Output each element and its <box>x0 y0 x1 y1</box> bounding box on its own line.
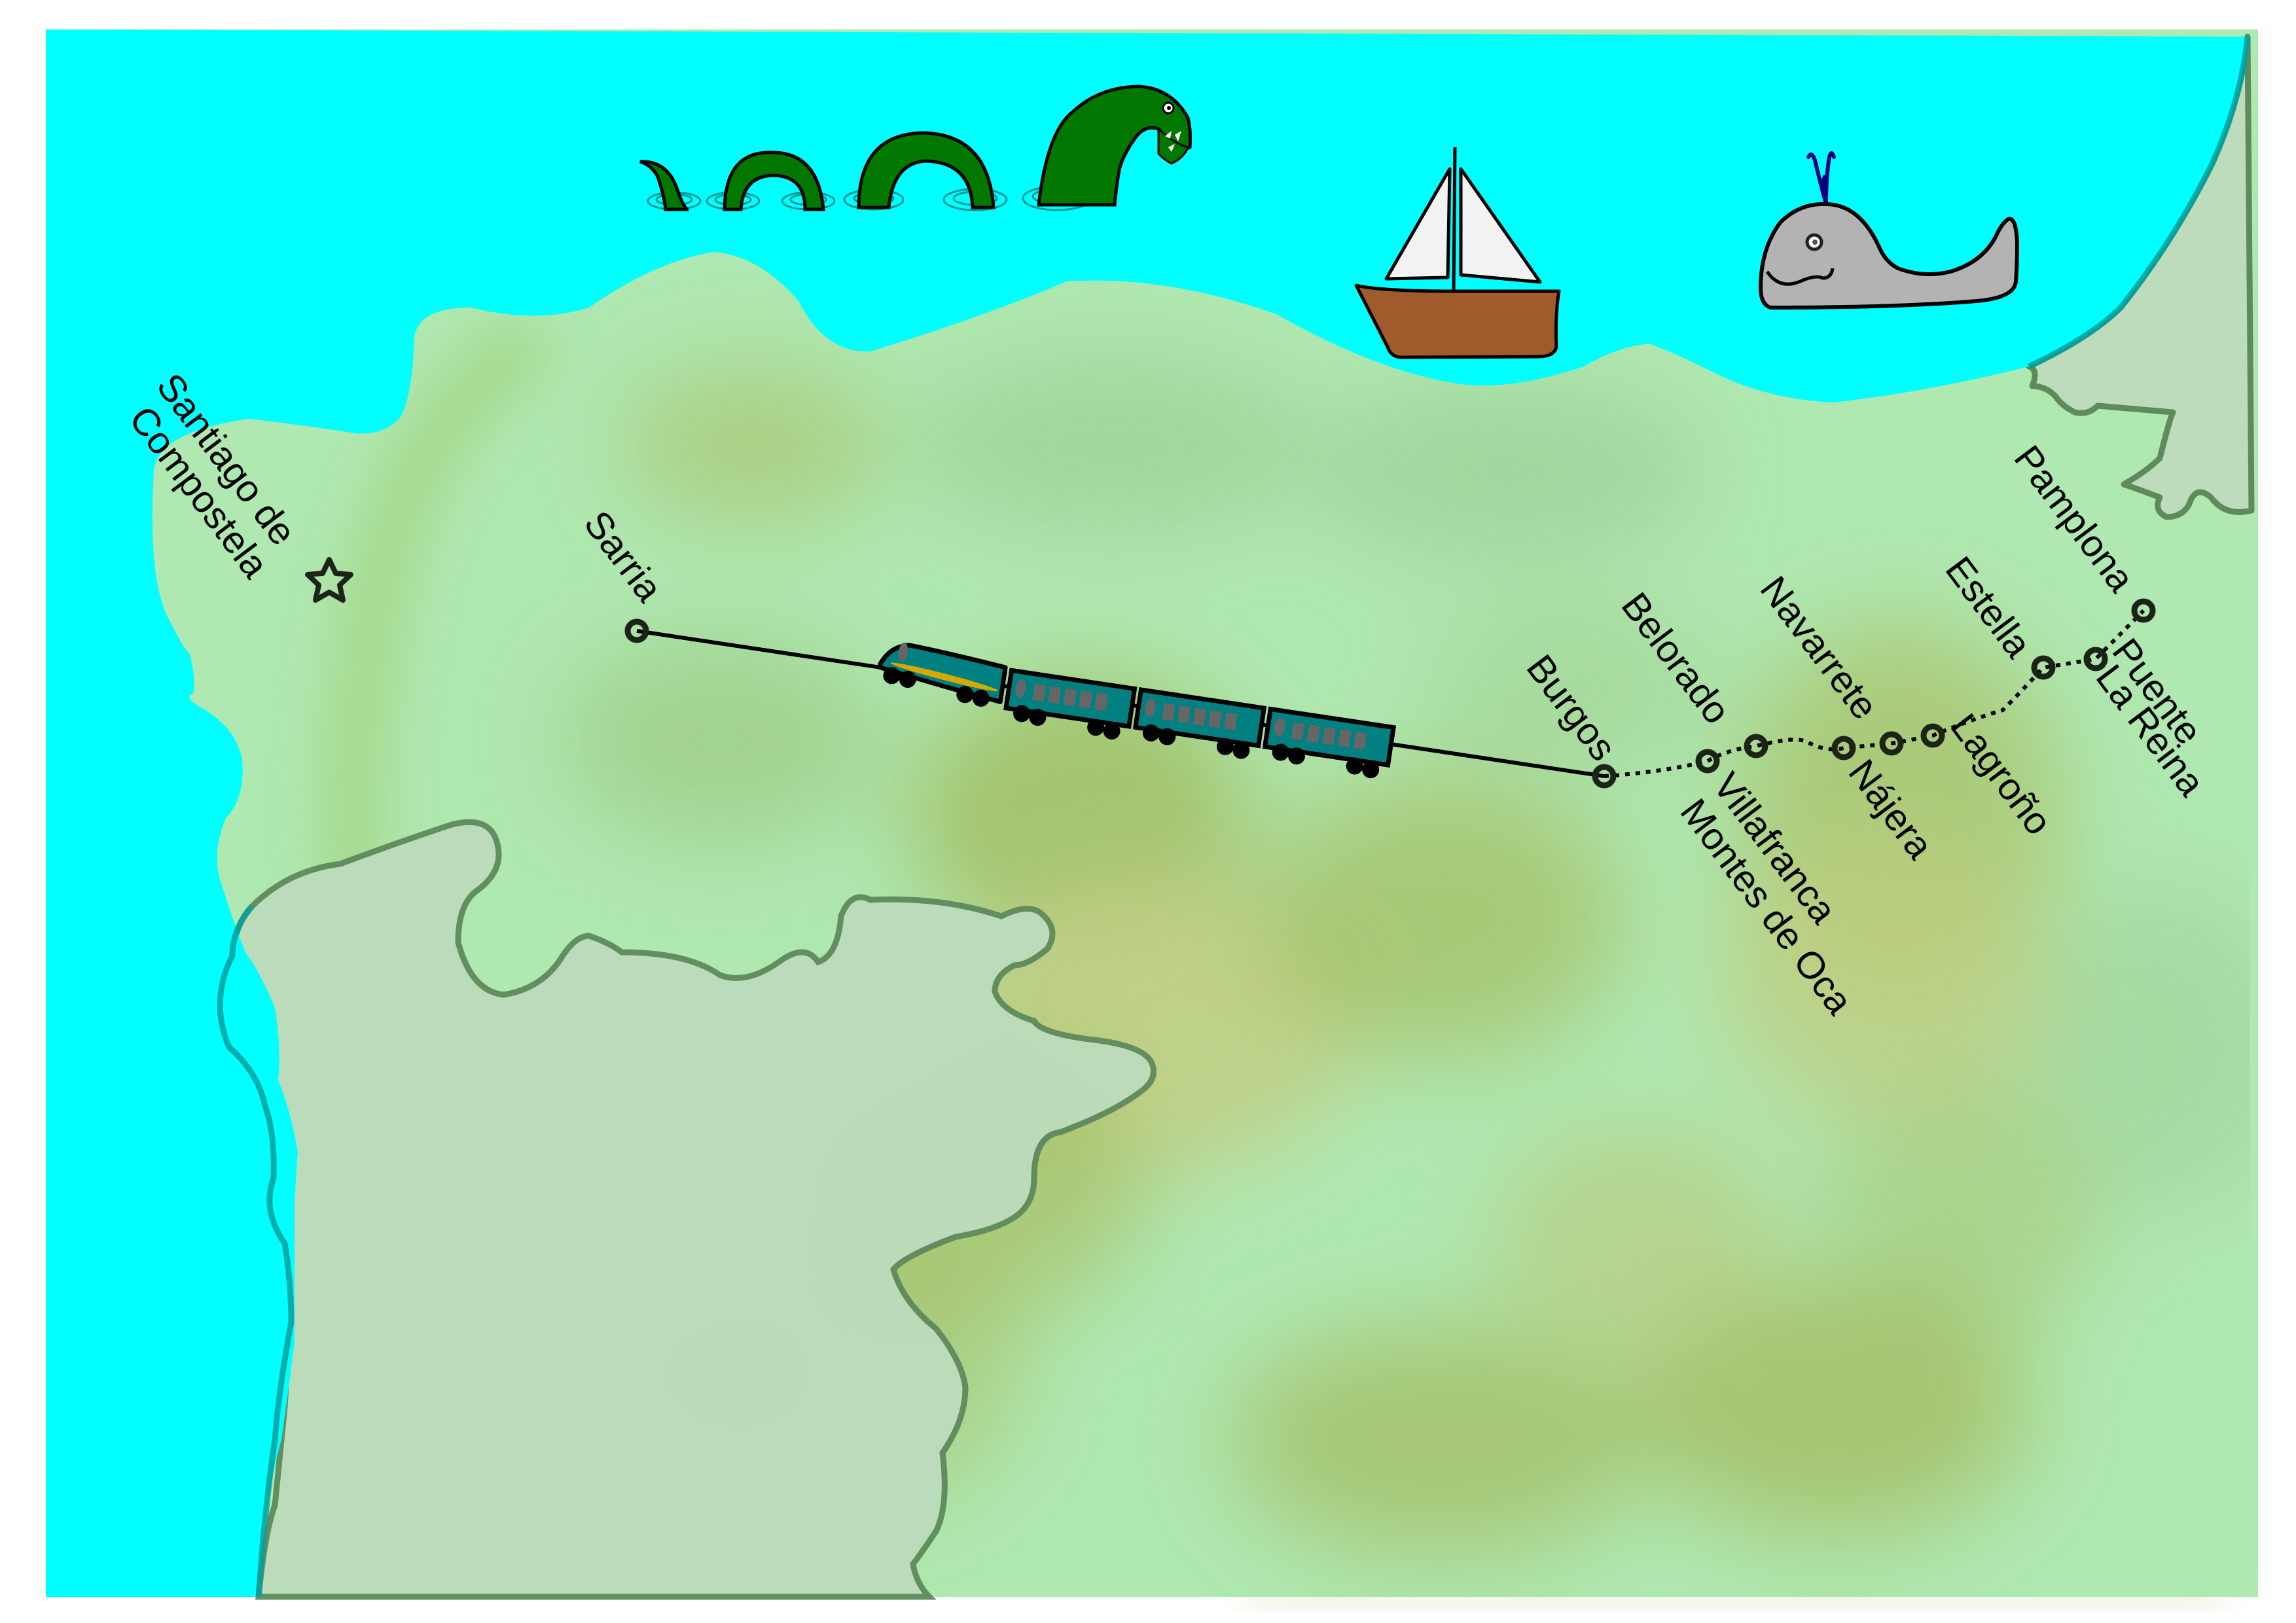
town-marker-sarria[interactable] <box>624 618 649 643</box>
locomotive <box>877 642 1008 707</box>
town-markers <box>624 598 2156 789</box>
town-marker-villafranca[interactable] <box>1695 749 1720 774</box>
passenger-car-3 <box>1262 706 1397 779</box>
town-marker-burgos[interactable] <box>1592 764 1617 789</box>
town-marker-puente-la-reina[interactable] <box>2083 647 2108 671</box>
town-marker-belorado[interactable] <box>1744 734 1768 758</box>
france-coastline <box>2028 36 2251 370</box>
town-marker-lagrono[interactable] <box>1920 723 1945 748</box>
sailboat <box>1354 147 1561 359</box>
whale <box>1758 151 2020 310</box>
sea <box>46 29 2248 1597</box>
train[interactable] <box>874 639 1397 781</box>
portugal-coastline <box>217 904 295 1597</box>
town-marker-pamplona[interactable] <box>2131 598 2156 623</box>
town-marker-najera[interactable] <box>1831 736 1856 760</box>
town-marker-estella[interactable] <box>2031 655 2056 680</box>
sea-serpent <box>639 84 1193 211</box>
town-marker-navarrete[interactable] <box>1879 731 1904 756</box>
star-icon[interactable] <box>305 557 353 603</box>
passenger-car-1 <box>1003 668 1138 740</box>
passenger-car-2 <box>1132 687 1267 759</box>
